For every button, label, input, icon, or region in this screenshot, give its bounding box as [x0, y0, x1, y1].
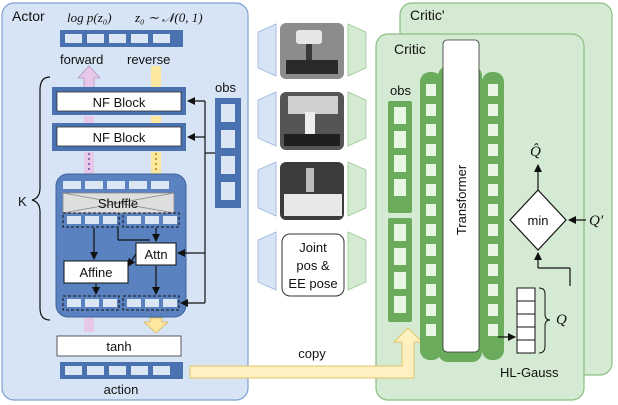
transformer-label: Transformer [454, 164, 469, 235]
latent-cells [65, 34, 170, 43]
critic-obs-cells-1 [394, 107, 406, 196]
state-line-1: Joint [299, 240, 327, 255]
action-label: action [104, 382, 139, 397]
nf-block-2-label: NF Block [93, 130, 146, 145]
q-label: Q [556, 312, 567, 328]
q-hat-label: Q̂ [530, 143, 541, 160]
affine-box [63, 260, 129, 284]
encoder-row-1 [257, 23, 367, 79]
forward-connector-1 [84, 116, 94, 124]
critic-obs-label: obs [390, 83, 411, 98]
state-line-3: EE pose [288, 276, 337, 291]
transformer-output-cells [488, 84, 498, 336]
q-brace [538, 287, 551, 354]
min-label: min [528, 213, 549, 228]
reverse-connector-1 [151, 116, 161, 124]
affine-label: Affine [79, 265, 112, 280]
q-prime-label: Q′ [589, 213, 604, 229]
actor-obs-cells [221, 104, 235, 200]
proprio-state-box [281, 233, 345, 297]
hl-gauss-label: HL-Gauss [500, 365, 559, 380]
split-group-left [62, 212, 120, 228]
k-brace [31, 76, 51, 321]
transformer-box [442, 39, 480, 353]
k-label: K [18, 194, 27, 209]
internal-arrows [90, 228, 160, 295]
critic-title: Critic [394, 41, 426, 57]
reverse-arrow-top [151, 66, 161, 88]
tanh-box [56, 335, 182, 357]
encoder-row-3 [257, 161, 367, 220]
state-line-2: pos & [296, 258, 330, 273]
split-cells [67, 216, 177, 224]
forward-label: forward [60, 52, 103, 67]
tanh-label: tanh [106, 339, 131, 354]
reverse-label: reverse [127, 52, 170, 67]
output-group-left [62, 295, 120, 311]
nf-block-1-label: NF Block [93, 95, 146, 110]
nf-input-cells [63, 181, 169, 189]
attn-label: Attn [144, 247, 167, 262]
actor-obs-label: obs [215, 80, 236, 95]
obs-conditioning-lines [177, 97, 215, 307]
transformer-input-cells [426, 84, 436, 336]
shuffle-label: Shuffle [98, 196, 138, 211]
encoder-row-2 [257, 91, 367, 150]
copy-label: copy [298, 346, 326, 361]
formula-logp: log p(z₀) [67, 10, 112, 25]
output-group-right [122, 295, 180, 311]
min-diamond [509, 189, 567, 251]
forward-arrow-top [77, 65, 101, 89]
reverse-arrow-bottom [142, 317, 170, 334]
formula-prior: z₀ ∼ 𝒩(0, 1) [134, 10, 203, 25]
output-cells [67, 299, 177, 307]
action-cells [65, 366, 170, 375]
actor-title: Actor [12, 8, 45, 24]
critic-prime-title: Critic' [410, 7, 445, 23]
critic-action-cells [394, 224, 406, 313]
encoder-row-4: Joint pos & EE pose [257, 231, 367, 297]
split-group-right [122, 212, 180, 228]
forward-arrow-bottom [84, 318, 94, 332]
q-distribution-bins [516, 287, 536, 354]
copy-arrow [189, 327, 424, 379]
